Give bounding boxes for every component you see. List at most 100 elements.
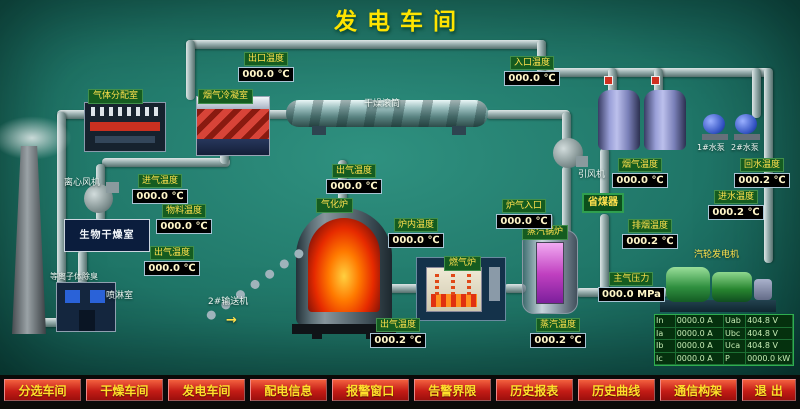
- display-value: 000.0 MPa: [598, 287, 665, 302]
- drum-stripes: [286, 100, 488, 127]
- display-value: 000.0 ℃: [388, 233, 444, 248]
- gen-cell: 404.8 V: [746, 327, 793, 340]
- turbine-body: [666, 267, 710, 302]
- pipe-condenser-drum: [260, 110, 292, 119]
- display-label: 蒸汽温度: [535, 318, 580, 332]
- pipe-gasifier-furnace: [388, 284, 420, 293]
- display-return-water-temp: 回水温度 000.2 ℃: [734, 158, 790, 188]
- display-value: 000.2 ℃: [530, 333, 586, 348]
- display-label: 回水温度: [739, 158, 784, 172]
- fan-outlet: [106, 182, 119, 193]
- display-material-temp: 物料温度 000.0 ℃: [156, 204, 212, 234]
- valve-icon: [651, 76, 660, 85]
- label-conveyor: 2#输送机: [208, 297, 249, 307]
- display-value: 000.0 ℃: [496, 214, 552, 229]
- menu-history-report[interactable]: 历史报表: [495, 379, 573, 401]
- gasifier-flame: [308, 218, 380, 312]
- bottom-menu-bar: 分选车间 干燥车间 发电车间 配电信息 报警窗口 告警界限 历史报表 历史曲线 …: [0, 377, 800, 403]
- drum-support-right: [452, 126, 466, 135]
- gas-distribution-room-graphic: [84, 102, 166, 152]
- gen-cell: 0000.0 kW: [746, 352, 793, 365]
- display-value: 000.0 ℃: [326, 179, 382, 194]
- flame-tube: [435, 273, 439, 295]
- gen-cell: P: [723, 352, 747, 365]
- pipe-top-main: [186, 40, 546, 49]
- pipe-furnace-boiler: [504, 284, 526, 293]
- lower-slot: [95, 136, 155, 143]
- page-title: 发电车间: [334, 9, 466, 35]
- furnace-flames: [431, 294, 477, 307]
- label-turbine-generator: 汽轮发电机: [694, 250, 740, 260]
- display-value: 000.2 ℃: [622, 234, 678, 249]
- display-steam-temp: 蒸汽温度 000.2 ℃: [530, 318, 586, 348]
- valve-icon: [604, 76, 613, 85]
- menu-exit[interactable]: 退 出: [741, 379, 797, 401]
- display-value: 000.2 ℃: [370, 333, 426, 348]
- display-value: 000.0 ℃: [238, 67, 294, 82]
- label-pump-2: 2#水泵: [731, 143, 759, 152]
- gen-cell: 0000.0 A: [675, 352, 724, 365]
- pipe-tank1-down: [600, 148, 609, 198]
- gen-cell: 0000.0 A: [675, 340, 724, 353]
- gen-cell: Ubc: [723, 327, 747, 340]
- fan-motor: [576, 156, 588, 167]
- gen-cell: Uab: [723, 315, 747, 328]
- menu-comm-structure[interactable]: 通信构架: [659, 379, 737, 401]
- display-inlet-temp: 入口温度 000.0 ℃: [504, 56, 560, 86]
- display-value: 000.0 ℃: [156, 219, 212, 234]
- display-label: 进水温度: [713, 190, 758, 204]
- drying-drum-graphic: [286, 100, 488, 127]
- generator-body: [712, 272, 752, 302]
- display-inlet-water-temp: 进水温度 000.2 ℃: [708, 190, 764, 220]
- pipe-condenser-fanleft: [102, 158, 230, 167]
- display-value: 000.2 ℃: [734, 173, 790, 188]
- furnace-window: [426, 267, 482, 312]
- pipe-economizer-down: [600, 214, 609, 292]
- display-value: 000.0 ℃: [144, 261, 200, 276]
- display-outgas-temp-gasifier: 出气温度 000.0 ℃: [326, 164, 382, 194]
- pipe-drum-fan: [486, 110, 570, 119]
- gen-cell: In: [655, 315, 676, 328]
- label-pump-1: 1#水泵: [697, 143, 725, 152]
- gen-cell: Ic: [655, 352, 676, 365]
- display-value: 000.0 ℃: [132, 189, 188, 204]
- menu-power-dist-info[interactable]: 配电信息: [249, 379, 327, 401]
- boiler-window: [536, 242, 564, 304]
- label-economizer: 省煤器: [582, 193, 624, 213]
- menu-dry-workshop[interactable]: 干燥车间: [85, 379, 163, 401]
- gas-furnace-graphic: [416, 257, 506, 321]
- menu-power-workshop[interactable]: 发电车间: [167, 379, 245, 401]
- display-label: 入口温度: [509, 56, 554, 70]
- display-label: 物料温度: [161, 204, 206, 218]
- display-value: 000.2 ℃: [708, 205, 764, 220]
- generator-data-table: In 0000.0 A Uab 404.8 V Ia 0000.0 A Ubc …: [654, 314, 794, 366]
- label-induced-fan: 引风机: [578, 170, 606, 180]
- water-pump-1-graphic: [702, 114, 728, 142]
- pump-base: [734, 134, 760, 140]
- gasifier-graphic: [292, 208, 396, 339]
- gen-cell: 0000.0 A: [675, 315, 724, 328]
- display-main-steam-pressure: 主气压力 000.0 MPa: [598, 272, 665, 302]
- label-centrifugal-fan: 离心风机: [64, 178, 101, 188]
- window: [65, 290, 80, 303]
- gas-tank-1: [598, 90, 640, 150]
- menu-alarm-window[interactable]: 报警窗口: [331, 379, 409, 401]
- condenser-base: [197, 139, 269, 155]
- display-label: 烟气温度: [617, 158, 662, 172]
- label-plasma-deodor: 等离子体除臭: [50, 272, 98, 281]
- condenser-graphic: [196, 96, 270, 156]
- gasifier-base: [292, 324, 396, 334]
- menu-sort-workshop[interactable]: 分选车间: [4, 379, 81, 401]
- vent-slots: [91, 107, 159, 116]
- pipe-condenser-bottom: [220, 150, 229, 164]
- menu-history-curve[interactable]: 历史曲线: [577, 379, 655, 401]
- display-label: 出气温度: [375, 318, 420, 332]
- menu-alarm-limits[interactable]: 告警界限: [413, 379, 491, 401]
- display-furnace-inner-temp: 炉内温度 000.0 ℃: [388, 218, 444, 248]
- label-gasifier: 气化炉: [316, 198, 354, 213]
- display-outlet-temp: 出口温度 000.0 ℃: [238, 52, 294, 82]
- door: [79, 310, 95, 331]
- gen-cell: Ib: [655, 340, 676, 353]
- exciter-body: [754, 279, 772, 300]
- display-label: 排烟温度: [627, 219, 672, 233]
